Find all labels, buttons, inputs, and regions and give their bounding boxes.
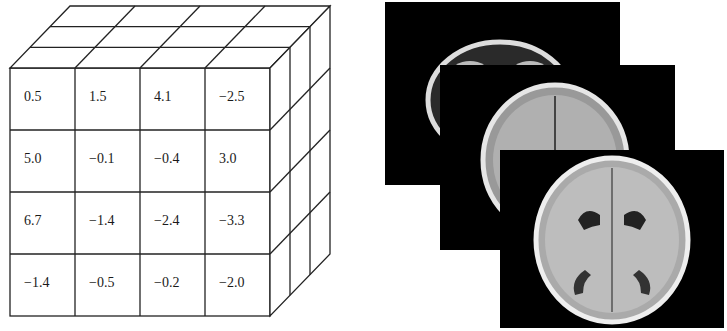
table-cell: 3.0 <box>219 152 237 166</box>
table-cell: −1.4 <box>89 214 114 228</box>
table-cell: −0.1 <box>89 152 114 166</box>
table-cell: −0.5 <box>89 276 114 290</box>
table-cell: −2.5 <box>219 90 244 104</box>
table-cell: −3.3 <box>219 214 244 228</box>
table-cell: 1.5 <box>89 90 107 104</box>
table-cell: −2.4 <box>154 214 179 228</box>
table-cell: −0.4 <box>154 152 179 166</box>
mri-slice <box>500 150 724 328</box>
table-cell: −0.2 <box>154 276 179 290</box>
table-cell: −1.4 <box>24 276 49 290</box>
table-cell: 0.5 <box>24 90 42 104</box>
table-cell: −2.0 <box>219 276 244 290</box>
table-cell: 6.7 <box>24 214 42 228</box>
table-cell: 5.0 <box>24 152 42 166</box>
table-cell: 4.1 <box>154 90 172 104</box>
